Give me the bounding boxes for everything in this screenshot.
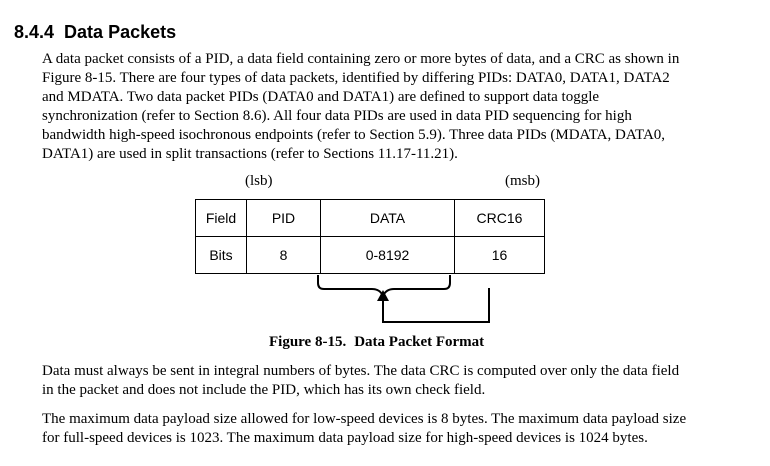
msb-label: (msb): [505, 173, 540, 189]
crc-paragraph: Data must always be sent in integral num…: [42, 362, 742, 400]
paragraph-line: A data packet consists of a PID, a data …: [42, 51, 680, 67]
arrowhead-icon: [377, 290, 389, 301]
table-row: Field PID DATA CRC16: [195, 199, 545, 237]
table-cell: 16: [454, 236, 545, 274]
paragraph-line: DATA1) are used in split transactions (r…: [42, 146, 458, 162]
table-cell: 8: [246, 236, 321, 274]
caption-number: Figure 8-15.: [269, 334, 347, 350]
section-heading: 8.4.4 Data Packets: [14, 22, 176, 43]
paragraph-line: Data must always be sent in integral num…: [42, 363, 680, 379]
table-cell: PID: [246, 199, 321, 237]
lsb-label: (lsb): [245, 173, 273, 189]
section-number: 8.4.4: [14, 22, 55, 42]
section-title: Data Packets: [64, 22, 177, 42]
paragraph-line: Figure 8-15. There are four types of dat…: [42, 70, 670, 86]
table-cell: 0-8192: [320, 236, 455, 274]
intro-paragraph: A data packet consists of a PID, a data …: [42, 50, 742, 164]
paragraph-line: bandwidth high-speed isochronous endpoin…: [42, 127, 666, 143]
figure-caption: Figure 8-15. Data Packet Format: [269, 334, 484, 351]
payload-paragraph: The maximum data payload size allowed fo…: [42, 410, 742, 448]
connector-line: [382, 288, 490, 323]
paragraph-line: and MDATA. Two data packet PIDs (DATA0 a…: [42, 89, 600, 105]
paragraph-line: synchronization (refer to Section 8.6). …: [42, 108, 632, 124]
paragraph-line: in the packet and does not include the P…: [42, 382, 486, 398]
packet-format-table: Field PID DATA CRC16 Bits 8 0-8192 16: [195, 199, 545, 274]
paragraph-line: for full-speed devices is 1023. The maxi…: [42, 430, 648, 446]
table-cell: Bits: [195, 236, 247, 274]
table-row: Bits 8 0-8192 16: [195, 236, 545, 274]
table-cell: CRC16: [454, 199, 545, 237]
caption-title: Data Packet Format: [354, 334, 485, 350]
paragraph-line: The maximum data payload size allowed fo…: [42, 411, 687, 427]
table-cell: DATA: [320, 199, 455, 237]
